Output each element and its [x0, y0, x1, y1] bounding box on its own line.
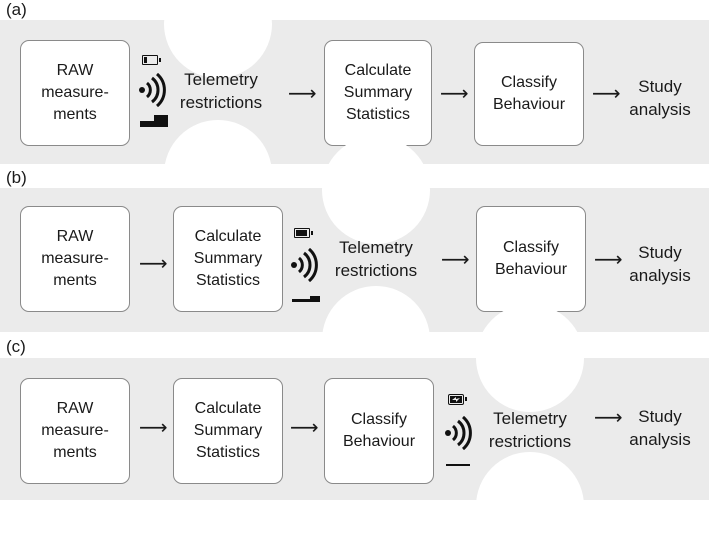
telemetry-label: Telemetry restrictions [476, 407, 584, 453]
wireless-signal-icon [291, 248, 318, 282]
wireless-signal-icon [445, 416, 472, 450]
telemetry-notch-top [322, 136, 430, 244]
box-line: Statistics [195, 444, 260, 461]
box-line: Behaviour [492, 96, 566, 113]
classify-behaviour-box: Classify Behaviour [474, 42, 584, 146]
flow-arrow: ⟶ [594, 249, 623, 271]
classify-behaviour-box: Classify Behaviour [324, 378, 434, 484]
box-line: RAW [56, 228, 94, 245]
flow-arrow: ⟶ [139, 253, 168, 275]
raw-measurements-box: RAW measure- ments [20, 206, 130, 312]
box-line: Behaviour [494, 261, 568, 278]
summary-statistics-box: Calculate Summary Statistics [173, 378, 283, 484]
telemetry-label: Telemetry restrictions [166, 68, 276, 114]
telemetry-icons [138, 55, 170, 127]
box-line: ments [53, 106, 97, 123]
battery-icon [294, 228, 313, 238]
flow-arrow: ⟶ [290, 417, 319, 439]
box-line: Classify [502, 239, 559, 256]
battery-icon [448, 394, 467, 405]
box-line: Behaviour [342, 433, 416, 450]
storage-bar-icon [292, 296, 320, 302]
battery-icon [142, 55, 161, 65]
box-line: measure- [41, 84, 109, 101]
box-line: RAW [56, 62, 94, 79]
study-line: analysis [629, 266, 691, 285]
raw-measurements-box: RAW measure- ments [20, 378, 130, 484]
box-line: Summary [343, 84, 413, 101]
telemetry-notch-top [476, 304, 584, 412]
wireless-signal-icon [139, 73, 166, 107]
flow-arrow: ⟶ [592, 83, 621, 105]
study-line: Study [638, 243, 682, 262]
study-analysis-label: Study analysis [620, 405, 700, 451]
telemetry-line: Telemetry [184, 70, 258, 89]
box-line: Statistics [345, 106, 410, 123]
telemetry-line: restrictions [334, 261, 418, 280]
study-line: Study [638, 407, 682, 426]
box-line: Classify [500, 74, 557, 91]
panel-c: (c) RAW measure- ments ⟶ Calculate Summa… [0, 304, 709, 500]
flow-arrow: ⟶ [440, 83, 469, 105]
panel-a: (a) RAW measure- ments Telemetry restric… [0, 0, 709, 164]
box-line: measure- [41, 250, 109, 267]
telemetry-line: restrictions [179, 93, 263, 112]
box-line: Calculate [194, 400, 262, 417]
box-line: Summary [193, 422, 263, 439]
telemetry-line: Telemetry [493, 409, 567, 428]
box-line: Statistics [195, 272, 260, 289]
box-line: Classify [350, 411, 407, 428]
storage-bar-icon [446, 464, 470, 466]
study-analysis-label: Study analysis [620, 241, 700, 287]
summary-statistics-box: Calculate Summary Statistics [324, 40, 432, 146]
telemetry-line: restrictions [488, 432, 572, 451]
box-line: ments [53, 444, 97, 461]
box-line: measure- [41, 422, 109, 439]
telemetry-notch-bottom [476, 452, 584, 560]
flow-arrow: ⟶ [139, 417, 168, 439]
raw-measurements-box: RAW measure- ments [20, 40, 130, 146]
box-line: Calculate [194, 228, 262, 245]
study-line: analysis [629, 100, 691, 119]
panel-label: (c) [6, 337, 26, 356]
box-line: Calculate [344, 62, 412, 79]
study-line: Study [638, 77, 682, 96]
storage-bar-icon [140, 115, 168, 127]
box-line: RAW [56, 400, 94, 417]
box-line: Summary [193, 250, 263, 267]
telemetry-icons [444, 394, 476, 470]
panel-b: (b) RAW measure- ments ⟶ Calculate Summa… [0, 136, 709, 332]
telemetry-label: Telemetry restrictions [322, 236, 430, 282]
telemetry-icons [290, 228, 322, 304]
flow-arrow: ⟶ [441, 249, 470, 271]
panel-label: (b) [6, 168, 27, 187]
box-line: ments [53, 272, 97, 289]
flow-arrow: ⟶ [288, 83, 317, 105]
flow-arrow: ⟶ [594, 407, 623, 429]
panel-label: (a) [6, 0, 27, 19]
summary-statistics-box: Calculate Summary Statistics [173, 206, 283, 312]
telemetry-line: Telemetry [339, 238, 413, 257]
study-analysis-label: Study analysis [620, 75, 700, 121]
study-line: analysis [629, 430, 691, 449]
